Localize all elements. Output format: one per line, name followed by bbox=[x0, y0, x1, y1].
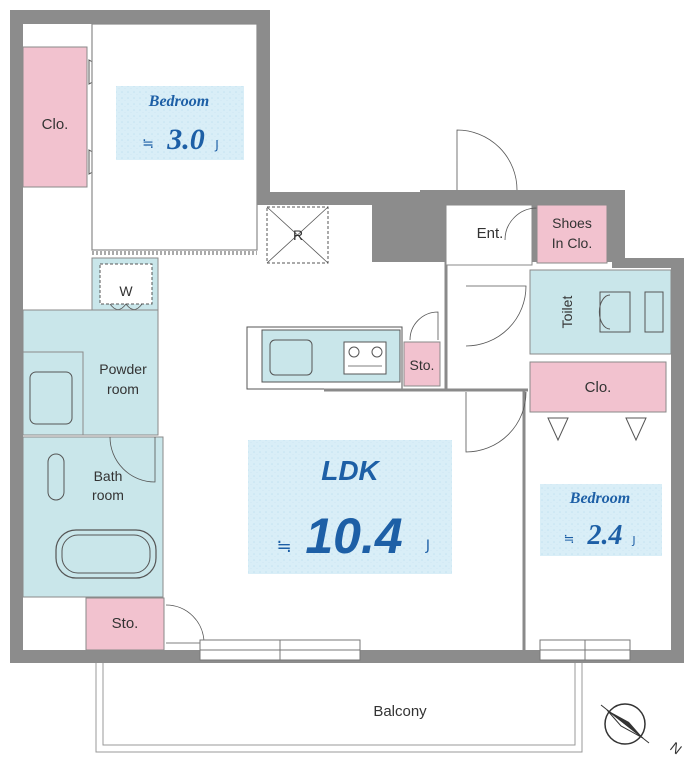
balcony-label: Balcony bbox=[373, 703, 427, 720]
bedroom-small-approx: ≒ bbox=[564, 532, 575, 547]
compass-icon bbox=[600, 703, 650, 745]
bedroom-small-unit: J bbox=[631, 534, 635, 547]
bath-shower bbox=[47, 453, 65, 501]
powder-label-2: room bbox=[107, 381, 139, 397]
shoes-closet bbox=[536, 204, 608, 264]
balcony-outline-outer bbox=[95, 663, 583, 753]
entry-door bbox=[456, 129, 518, 191]
bedroom-small-size: 2.4 bbox=[587, 520, 623, 551]
storage-bottom bbox=[85, 597, 165, 651]
ldk-size: 10.4 bbox=[305, 508, 402, 564]
bedroom-main-label-bg bbox=[116, 86, 244, 160]
closet-right bbox=[529, 361, 667, 413]
storage-bottom-label: Sto. bbox=[112, 615, 139, 632]
ldk-unit: J bbox=[425, 538, 430, 554]
bath-door bbox=[109, 436, 156, 483]
sink bbox=[29, 371, 73, 425]
stove bbox=[343, 341, 387, 375]
washer-box bbox=[99, 263, 153, 305]
bath-label-1: Bath bbox=[94, 468, 123, 484]
closet-right-label: Clo. bbox=[585, 379, 612, 396]
powder-label-1: Powder bbox=[99, 361, 147, 377]
closet-left bbox=[22, 46, 88, 188]
closet-left-label: Clo. bbox=[42, 116, 69, 133]
bedroom-small-title: Bedroom bbox=[569, 490, 630, 507]
ldk-label-bg bbox=[248, 440, 452, 574]
bath-label-2: room bbox=[92, 487, 124, 503]
kitchen-storage bbox=[403, 341, 441, 387]
shoes-closet-label-2: In Clo. bbox=[552, 235, 592, 251]
bedroom-main-title: Bedroom bbox=[148, 93, 209, 110]
bathtub bbox=[55, 529, 157, 579]
washer-label: W bbox=[119, 283, 133, 299]
bedroom-small-label-bg bbox=[540, 484, 662, 556]
ldk-approx: ≒ bbox=[276, 536, 291, 557]
toilet-bowl bbox=[644, 291, 664, 333]
ldk-title: LDK bbox=[321, 455, 380, 486]
kitchen-sink bbox=[269, 339, 313, 376]
entrance bbox=[445, 204, 533, 266]
windows bbox=[199, 639, 631, 661]
toilet-label: Toilet bbox=[559, 296, 575, 329]
bedroom-main-unit: J bbox=[214, 138, 219, 152]
bedroom-main-size: 3.0 bbox=[166, 123, 205, 156]
kitchen-storage-label: Sto. bbox=[410, 357, 435, 373]
refrigerator-label: R bbox=[293, 227, 303, 243]
entrance-label: Ent. bbox=[477, 225, 504, 242]
compass-north-label: N bbox=[667, 739, 685, 758]
balcony-outline-inner bbox=[102, 663, 576, 746]
bedroom-main-approx: ≒ bbox=[142, 136, 154, 152]
shoes-closet-label-1: Shoes bbox=[552, 215, 592, 231]
